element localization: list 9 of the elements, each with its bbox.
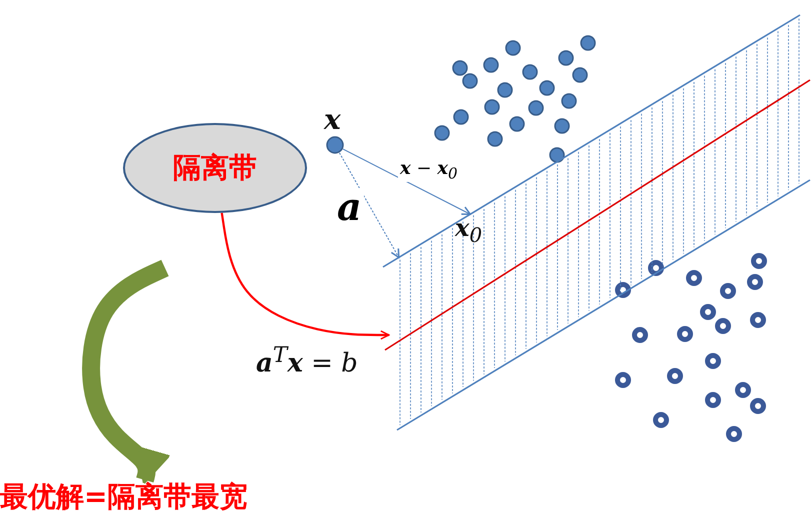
math-label: a$^{T}$x = b — [256, 345, 358, 377]
conclusion-text: 最优解=隔离带最宽 — [0, 479, 248, 514]
curved-arrow — [220, 212, 390, 340]
curved-block-arrow — [82, 260, 171, 486]
math-label: x$_{0}$ — [455, 216, 482, 245]
arrow — [342, 148, 472, 215]
point-label: x — [324, 106, 341, 134]
arrow — [338, 152, 400, 258]
node-label: 隔离带 — [173, 150, 257, 186]
